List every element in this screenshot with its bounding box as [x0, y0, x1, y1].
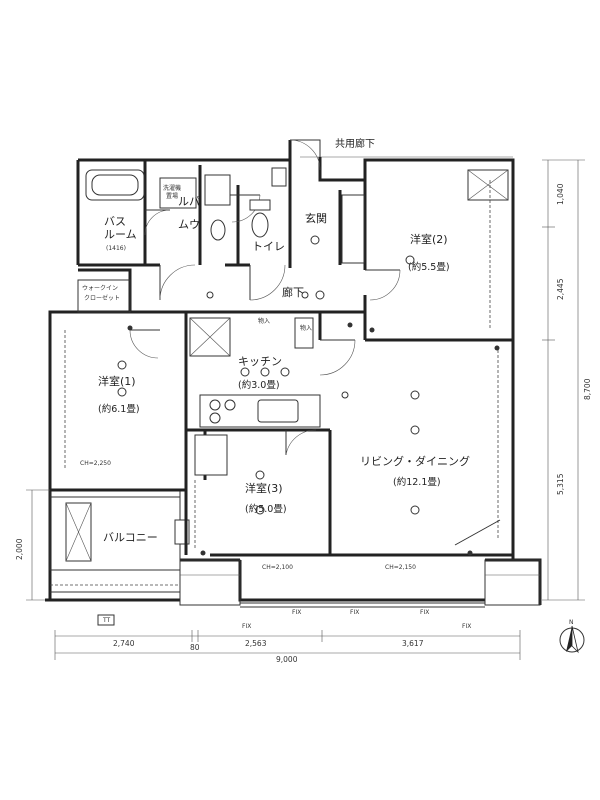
storage-2: 物入 — [300, 324, 312, 332]
laundry-label: 洗濯機 — [163, 184, 181, 192]
kitchen-area: (約3.0畳) — [238, 379, 280, 391]
living-area: (約12.1畳) — [393, 476, 441, 488]
dim-2563: 2,563 — [245, 639, 267, 648]
walkin-label-2: クローゼット — [84, 294, 120, 302]
tt-label: TT — [102, 617, 111, 624]
fixtures — [64, 167, 509, 604]
fix-2: FIX — [350, 609, 359, 616]
bath-label-2: ルーム — [104, 228, 137, 241]
walkin-label: ウォークイン — [82, 284, 118, 292]
western1-label: 洋室(1) — [98, 374, 136, 388]
toilet-label: トイレ — [252, 240, 285, 253]
doors — [129, 139, 401, 456]
north-label: N — [569, 619, 574, 626]
fix-1: FIX — [292, 609, 301, 616]
dim-8700: 8,700 — [583, 378, 592, 400]
ch-w3-label: CH=2,100 — [262, 564, 293, 571]
western2-area: (約5.5畳) — [408, 261, 450, 273]
dim-1040: 1,040 — [556, 183, 565, 205]
bath-label: バス — [104, 215, 126, 228]
western3-label: 洋室(3) — [245, 481, 283, 495]
dim-2445: 2,445 — [556, 278, 565, 300]
ch-ld-label: CH=2,150 — [385, 564, 416, 571]
balcony-structure — [49, 489, 541, 608]
fix-4: FIX — [462, 623, 471, 630]
ch1-label: CH=2,250 — [80, 460, 111, 467]
balcony-label: バルコニー — [103, 531, 158, 544]
dim-5315: 5,315 — [556, 473, 565, 495]
powder-label-2: ムウ — [178, 218, 200, 231]
dimension-lines: 2,740 80 2,563 3,617 9,000 1,040 2,445 5… — [15, 159, 592, 664]
western3-area: (約5.0畳) — [245, 503, 287, 515]
dim-3617: 3,617 — [402, 639, 424, 648]
north-arrow: N — [559, 619, 585, 654]
hall-label: 廊下 — [282, 285, 304, 299]
dim-2740: 2,740 — [113, 639, 135, 648]
corridor-label: 共用廊下 — [335, 137, 375, 150]
western1-area: (約6.1畳) — [98, 403, 140, 415]
storage-1: 物入 — [258, 317, 270, 325]
small-labels: CH=2,250 CH=2,100 CH=2,150 物入 物入 FIX FIX… — [80, 317, 471, 630]
entrance-label: 玄関 — [305, 211, 327, 225]
living-label: リビング・ダイニング — [360, 454, 470, 468]
dim-9000: 9,000 — [276, 655, 298, 664]
powder-label: ルパ — [178, 195, 200, 208]
kitchen-label: キッチン — [238, 355, 282, 368]
laundry-label-2: 置場 — [166, 192, 178, 200]
fix-3: FIX — [420, 609, 429, 616]
western2-label: 洋室(2) — [410, 232, 448, 246]
bath-size: (1416) — [106, 245, 126, 252]
room-labels: バス ルーム (1416) ルパ ムウ 洗濯機 置場 トイレ 玄関 廊下 洋室(… — [82, 184, 470, 544]
dim-2000: 2,000 — [15, 538, 24, 560]
fix-5: FIX — [242, 623, 251, 630]
dim-80: 80 — [190, 643, 200, 652]
